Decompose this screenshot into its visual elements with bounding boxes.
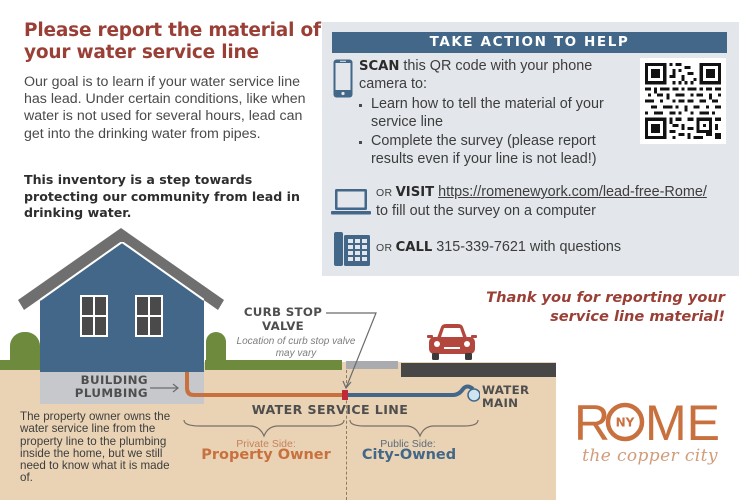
bullet-learn: Learn how to tell the material of your s… xyxy=(359,96,639,131)
qr-code[interactable] xyxy=(640,58,726,144)
window-icon xyxy=(80,295,108,337)
house-icon xyxy=(40,242,204,372)
visit-instruction: OR VISIT https://romenewyork.com/lead-fr… xyxy=(376,183,736,220)
arrow-right-icon xyxy=(150,383,179,393)
sidewalk xyxy=(346,361,398,369)
scan-lead: SCAN xyxy=(359,59,400,74)
grass-strip xyxy=(0,360,40,370)
logo-tagline: the copper city xyxy=(582,446,718,466)
curb-stop-note: Location of curb stop valve may vary xyxy=(236,336,356,359)
visit-text: to fill out the survey on a computer xyxy=(376,203,596,219)
scan-instruction: SCAN this QR code with your phone camera… xyxy=(359,58,629,93)
logo-letters-me: ME xyxy=(645,398,720,444)
logo-badge: NY xyxy=(616,416,635,430)
building-plumbing-label: BUILDING PLUMBING xyxy=(74,373,148,400)
smartphone-icon xyxy=(333,59,353,98)
visit-lead: VISIT xyxy=(395,185,435,200)
desk-phone-icon xyxy=(334,232,370,266)
pointer-line xyxy=(326,312,377,390)
call-lead: CALL xyxy=(395,240,433,255)
logo-letter-r: R xyxy=(574,398,610,444)
call-instruction: OR CALL 315-339-7621 with questions xyxy=(376,238,736,257)
thank-you-message: Thank you for reporting your service lin… xyxy=(486,289,725,325)
bush-icon xyxy=(10,332,40,364)
water-main-label: WATER MAIN xyxy=(482,383,530,410)
curb-stop-label: CURB STOP VALVE xyxy=(243,305,323,333)
page-title: Please report the material of your water… xyxy=(24,20,321,63)
call-text: 315-339-7621 with questions xyxy=(432,239,622,255)
bullet-survey: Complete the survey (please report resul… xyxy=(359,133,639,168)
brace-icon xyxy=(183,419,479,438)
visit-prefix: OR xyxy=(376,187,396,199)
private-owner: Property Owner xyxy=(201,447,331,463)
grass-strip xyxy=(205,360,342,370)
public-owner: City-Owned xyxy=(361,447,457,463)
qr-code-icon xyxy=(645,63,721,139)
public-side-label: Public Side: xyxy=(380,438,436,450)
intro-paragraph: Our goal is to learn if your water servi… xyxy=(24,74,306,142)
bush-icon xyxy=(206,332,226,364)
panel-header: TAKE ACTION TO HELP xyxy=(332,32,727,53)
ownership-note: The property owner owns the water servic… xyxy=(20,410,171,485)
water-service-line-label: WATER SERVICE LINE xyxy=(251,402,409,417)
property-line xyxy=(346,370,347,500)
rome-logo: R NY ME xyxy=(574,398,720,444)
window-icon xyxy=(135,295,163,337)
survey-link[interactable]: https://romenewyork.com/lead-free-Rome/ xyxy=(438,184,707,200)
water-service-pipe xyxy=(185,372,480,402)
road xyxy=(401,363,556,377)
call-prefix: OR xyxy=(376,242,396,254)
inventory-statement: This inventory is a step towards protect… xyxy=(24,172,300,220)
scan-bullets: Learn how to tell the material of your s… xyxy=(359,96,639,170)
private-side-label: Private Side: xyxy=(236,438,296,450)
laptop-icon xyxy=(331,189,371,215)
car-icon xyxy=(427,324,477,360)
scan-text: this QR code with your phone camera to: xyxy=(359,58,593,92)
